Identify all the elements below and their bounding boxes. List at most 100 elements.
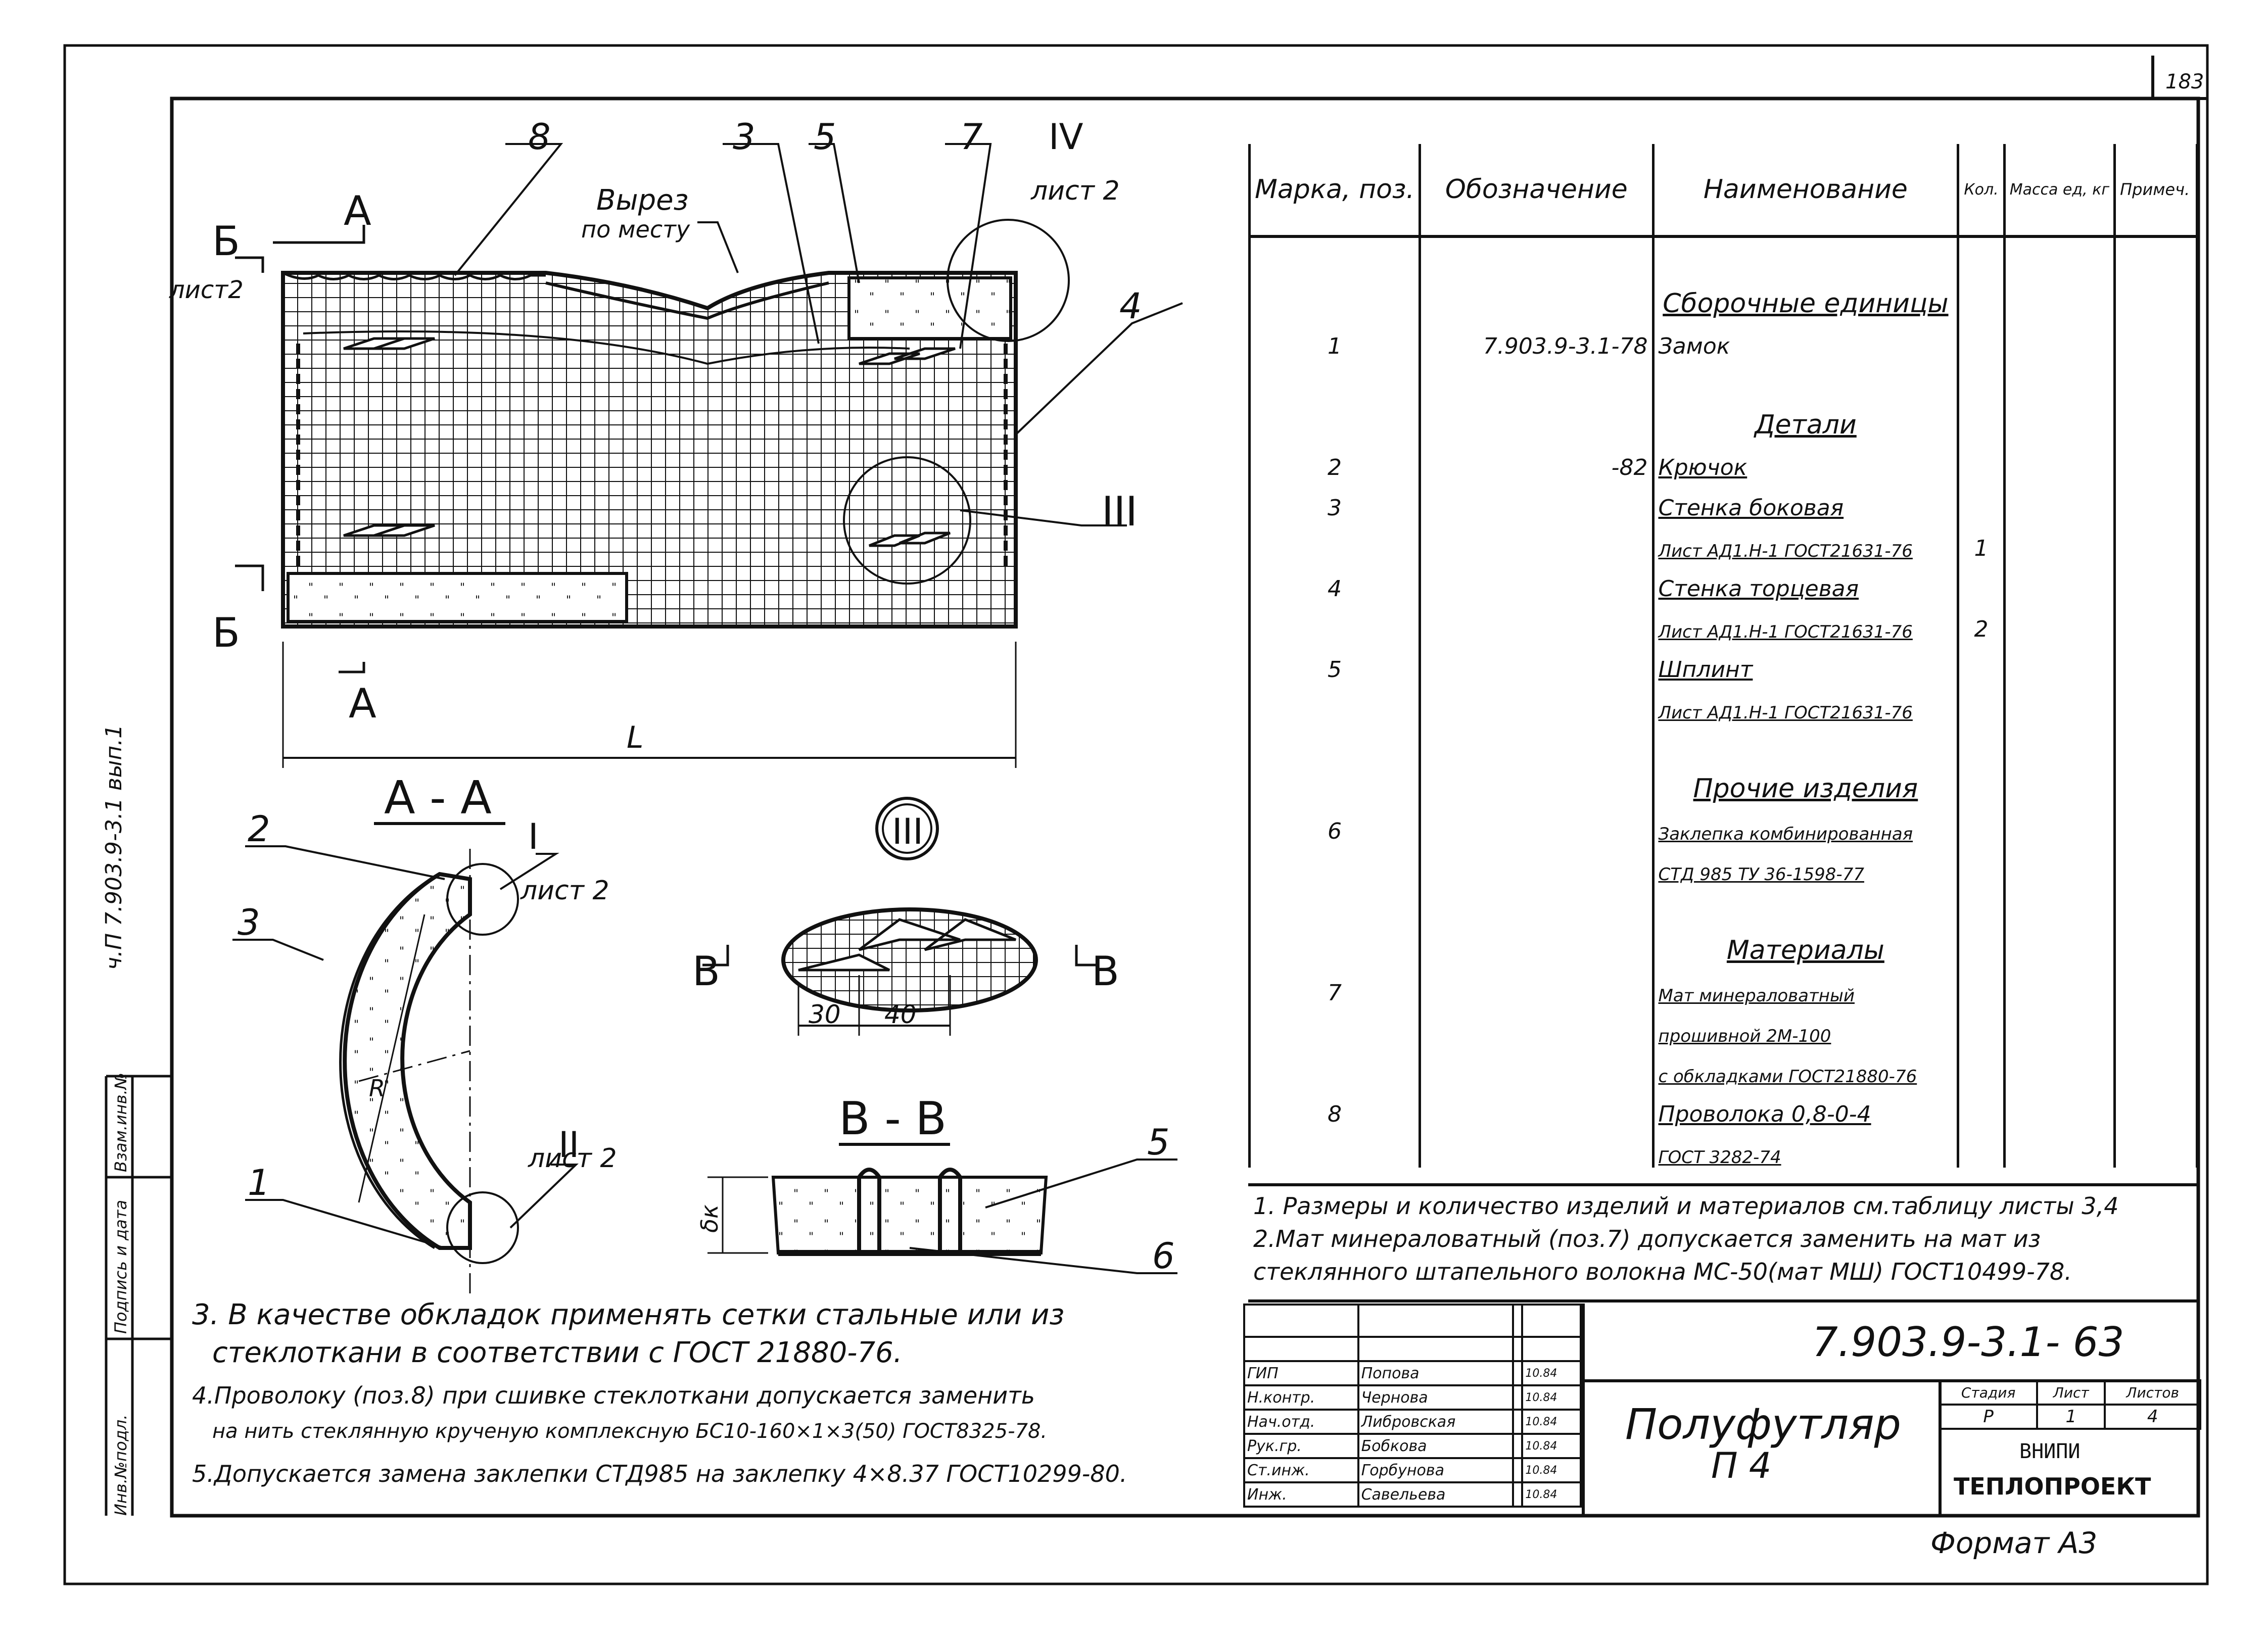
signer-name: Либровская [1357, 1409, 1514, 1435]
header-mark: Марка, поз. [1248, 144, 1422, 238]
signer-date: 10.84 [1521, 1457, 1582, 1483]
spec-designation [1419, 480, 1655, 521]
view-i-label: I [528, 816, 539, 857]
spec-designation [1419, 925, 1655, 966]
sheets-value: 4 [2104, 1404, 2201, 1430]
spec-name: Заклепка комбинированная [1651, 804, 1960, 844]
spec-name: Сборочные единицы [1651, 278, 1960, 319]
spec-designation [1419, 763, 1655, 804]
spec-row: 6 Заклепка комбинированная [1248, 804, 2198, 844]
view-iii-label: III [1102, 488, 1138, 535]
pos-4-label: 4 [1119, 285, 1142, 327]
spec-row [1248, 885, 2198, 925]
pos-3-label: 3 [733, 116, 755, 158]
title-line-2: П 4 [1711, 1445, 1772, 1486]
spec-row: ГОСТ 3282-74 [1248, 1127, 2198, 1168]
spec-name: Проволока 0,8-0-4 [1651, 1087, 1960, 1127]
spec-mass [2003, 844, 2116, 885]
view-i-sheet: лист 2 [520, 876, 609, 906]
note-1: 1. Размеры и количество изделий и матери… [1253, 1192, 2119, 1220]
note-5: 5.Допускается замена заклепки СТД985 на … [192, 1460, 1127, 1487]
spec-note [2113, 642, 2198, 683]
view-ii-label: II [558, 1124, 579, 1166]
sheet-value: 1 [2036, 1404, 2106, 1430]
spec-note [2113, 440, 2198, 480]
spec-note [2113, 236, 2198, 278]
spec-qty [1957, 1087, 2006, 1127]
spec-designation [1419, 602, 1655, 642]
spec-qty [1957, 1127, 2006, 1168]
section-a-bottom: А [349, 680, 376, 727]
title-block: 7.903.9-3.1- 63 Полуфутляр П 4 Стадия Ли… [1582, 1304, 2201, 1516]
signer-signature [1511, 1457, 1524, 1483]
view-iv-label: IV [1049, 116, 1083, 158]
spec-qty [1957, 642, 2006, 683]
spec-mark [1248, 885, 1422, 925]
spec-name: с обкладками ГОСТ21880-76 [1651, 1046, 1960, 1087]
sheet-label: Лист [2036, 1379, 2106, 1406]
cut-note-1: Вырез [596, 184, 688, 217]
spec-note [2113, 1087, 2198, 1127]
spec-row: Сборочные единицы [1248, 278, 2198, 319]
spec-qty: 2 [1957, 602, 2006, 642]
detail-iii-title: III [892, 811, 923, 852]
spec-note [2113, 844, 2198, 885]
spec-qty [1957, 763, 2006, 804]
spec-designation [1419, 236, 1655, 278]
view-iv-sheet: лист 2 [1030, 176, 1120, 206]
vv-thickness: δк [696, 1204, 723, 1233]
pos-8-label: 8 [528, 116, 551, 158]
header-note: Примеч. [2113, 144, 2198, 238]
spec-mass [2003, 1127, 2116, 1168]
spec-name: Детали [1651, 400, 1960, 440]
spec-qty [1957, 804, 2006, 844]
spec-mass [2003, 966, 2116, 1006]
spec-name: Крючок [1651, 440, 1960, 480]
spec-designation [1419, 966, 1655, 1006]
spec-note [2113, 763, 2198, 804]
spec-qty [1957, 1006, 2006, 1046]
spec-note [2113, 1127, 2198, 1168]
spec-row: Материалы [1248, 925, 2198, 966]
spec-note [2113, 966, 2198, 1006]
spec-mark [1248, 359, 1422, 400]
spec-qty [1957, 319, 2006, 359]
spec-name [1651, 885, 1960, 925]
spec-mass [2003, 236, 2116, 278]
spec-qty: 1 [1957, 521, 2006, 561]
spec-mark: 6 [1248, 804, 1422, 844]
spec-qty [1957, 683, 2006, 723]
spec-name: Лист АД1.Н-1 ГОСТ21631-76 [1651, 602, 1960, 642]
spec-mass [2003, 763, 2116, 804]
spec-designation [1419, 359, 1655, 400]
spec-name: Мат минераловатный [1651, 966, 1960, 1006]
detail-dim-40: 40 [884, 1000, 917, 1029]
length-dim: L [627, 720, 643, 755]
spec-designation [1419, 561, 1655, 602]
signer-date: 10.84 [1521, 1409, 1582, 1435]
signer-role: Инж. [1243, 1481, 1359, 1508]
spec-name: Лист АД1.Н-1 ГОСТ21631-76 [1651, 521, 1960, 561]
spec-designation [1419, 1006, 1655, 1046]
spec-qty [1957, 885, 2006, 925]
signer-name: Савельева [1357, 1481, 1514, 1508]
pos-7-label: 7 [960, 116, 983, 158]
spec-mass [2003, 925, 2116, 966]
stage-value: Р [1938, 1404, 2039, 1430]
section-aa-title: А - А [384, 771, 492, 825]
vv-pos-6: 6 [1152, 1235, 1175, 1277]
spec-mark [1248, 763, 1422, 804]
side-stamp: ч.П 7.903.9-3.1 вып.1 [101, 725, 127, 970]
left-strip-1: Инв.№подл. [111, 1415, 130, 1516]
cut-note-2: по месту [581, 216, 690, 243]
spec-mark [1248, 236, 1422, 278]
spec-mass [2003, 480, 2116, 521]
spec-mass [2003, 642, 2116, 683]
spec-mark [1248, 400, 1422, 440]
